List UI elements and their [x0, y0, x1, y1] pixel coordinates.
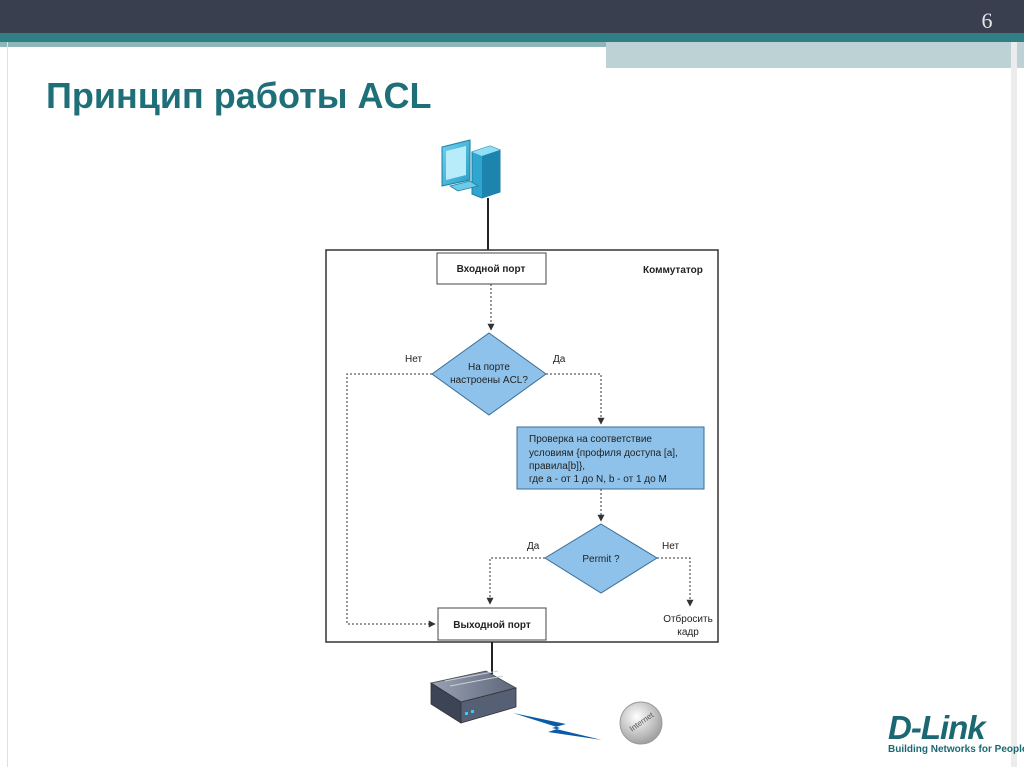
permit-no-label: Нет: [662, 541, 679, 552]
slide-card: [7, 42, 1017, 767]
input-port-label: Входной порт: [457, 264, 526, 275]
permit-question: Permit ?: [582, 554, 620, 565]
acl-question-line2: настроены ACL?: [450, 375, 528, 386]
permit-decision-diamond: [544, 523, 658, 594]
output-port-box: [437, 607, 547, 641]
wireless-link-icon: [513, 713, 602, 740]
internet-globe-icon: Internet: [619, 701, 663, 745]
permit-yes-label: Да: [527, 541, 540, 552]
check-line2: условиям {профиля доступа [a],: [529, 447, 678, 459]
slide-top-bar: [0, 0, 1024, 33]
discard-line1: Отбросить: [663, 613, 713, 625]
connector-permit-no: [657, 557, 694, 607]
acl-yes-label: Да: [553, 354, 566, 365]
check-line3: правила[b]},: [529, 461, 585, 472]
discard-line2: кадр: [677, 627, 699, 638]
condition-check-box: [516, 426, 705, 490]
connector-permit-yes: [486, 557, 545, 605]
connector-acl-yes: [546, 373, 605, 425]
check-line1: Проверка на соответствие: [529, 434, 652, 445]
computer-icon: [441, 139, 501, 199]
input-port-box: [436, 252, 547, 285]
page-number: 6: [981, 8, 993, 33]
connector-acl-no: [346, 373, 436, 628]
logo-tagline: Building Networks for People: [888, 744, 1024, 755]
modem-icon: [429, 670, 518, 724]
slide-light-block: [606, 42, 1024, 68]
output-port-label: Выходной порт: [453, 620, 531, 631]
slide-light-stripe: [0, 42, 606, 47]
slide-title: Принцип работы ACL: [46, 75, 432, 116]
slide-accent-stripe: [0, 33, 1024, 42]
acl-no-label: Нет: [405, 354, 422, 365]
acl-decision-diamond: [431, 332, 547, 416]
logo-brand: D-Link: [888, 709, 986, 746]
switch-label: Коммутатор: [643, 265, 703, 276]
check-line4: где a - от 1 до N, b - от 1 до M: [529, 474, 667, 485]
dlink-logo: D-Link Building Networks for People: [888, 709, 1024, 755]
acl-question-line1: На порте: [468, 362, 510, 373]
